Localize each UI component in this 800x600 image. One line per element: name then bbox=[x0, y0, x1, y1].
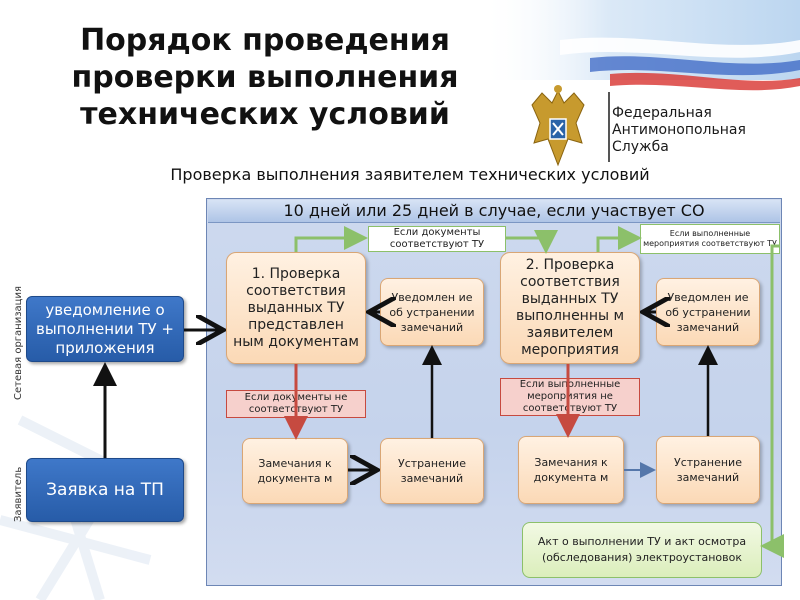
logo-line-2: Антимонопольная bbox=[612, 122, 746, 138]
stage1-bad-note: Если документы не соответствуют ТУ bbox=[226, 390, 366, 418]
stage2-notice-text: Уведомлен ие об устранении замечаний bbox=[665, 290, 751, 334]
stage2-remarks-text: Замечания к документа м bbox=[533, 456, 609, 484]
application-text: Заявка на ТП bbox=[46, 480, 164, 500]
stage1-fix-text: Устранение замечаний bbox=[398, 457, 466, 485]
stage2-check-box: 2. Проверка соответствия выданных ТУ вып… bbox=[500, 252, 640, 364]
notification-box: уведомление о выполнении ТУ + приложения bbox=[26, 296, 184, 362]
application-box: Заявка на ТП bbox=[26, 458, 184, 522]
stage2-ok-text: Если выполненные мероприятия соответству… bbox=[643, 229, 777, 248]
stage2-remarks-box: Замечания к документа м bbox=[518, 436, 624, 504]
fas-logo-text: Федеральная Антимонопольная Служба bbox=[612, 105, 782, 156]
stage2-fix-box: Устранение замечаний bbox=[656, 436, 760, 504]
notification-text: уведомление о выполнении ТУ + приложения bbox=[35, 300, 174, 357]
panel-header: 10 дней или 25 дней в случае, если участ… bbox=[208, 200, 780, 223]
stage2-bad-text: Если выполненные мероприятия не соответс… bbox=[519, 379, 621, 414]
stage1-ok-note: Если документы соответствуют ТУ bbox=[368, 226, 506, 252]
page-title: Порядок проведения проверки выполнения т… bbox=[71, 23, 459, 132]
side-label-network: Сетевая организация bbox=[13, 286, 24, 400]
stage1-fix-box: Устранение замечаний bbox=[380, 438, 484, 504]
stage1-remarks-box: Замечания к документа м bbox=[242, 438, 348, 504]
stage1-remarks-text: Замечания к документа м bbox=[257, 457, 333, 485]
act-box: Акт о выполнении ТУ и акт осмотра (обсле… bbox=[522, 522, 762, 578]
side-label-applicant: Заявитель bbox=[13, 466, 24, 522]
stage1-check-box: 1. Проверка соответствия выданных ТУ пре… bbox=[226, 252, 366, 364]
stage1-ok-text: Если документы соответствуют ТУ bbox=[389, 227, 485, 250]
stage1-notice-box: Уведомлен ие об устранении замечаний bbox=[380, 278, 484, 346]
act-text: Акт о выполнении ТУ и акт осмотра (обсле… bbox=[537, 535, 747, 564]
stage2-notice-box: Уведомлен ие об устранении замечаний bbox=[656, 278, 760, 346]
logo-line-1: Федеральная bbox=[612, 105, 712, 121]
stage2-bad-note: Если выполненные мероприятия не соответс… bbox=[500, 378, 640, 416]
stage2-ok-note: Если выполненные мероприятия соответству… bbox=[640, 224, 780, 254]
stage1-notice-text: Уведомлен ие об устранении замечаний bbox=[389, 290, 475, 334]
fas-emblem-logo bbox=[531, 85, 610, 167]
stage2-check-text: 2. Проверка соответствия выданных ТУ вып… bbox=[515, 257, 625, 358]
stage1-check-text: 1. Проверка соответствия выданных ТУ пре… bbox=[233, 265, 359, 350]
stage2-fix-text: Устранение замечаний bbox=[674, 456, 742, 484]
diagram-subtitle: Проверка выполнения заявителем техническ… bbox=[170, 165, 650, 184]
stage1-bad-text: Если документы не соответствуют ТУ bbox=[244, 392, 348, 415]
logo-line-3: Служба bbox=[612, 139, 669, 155]
